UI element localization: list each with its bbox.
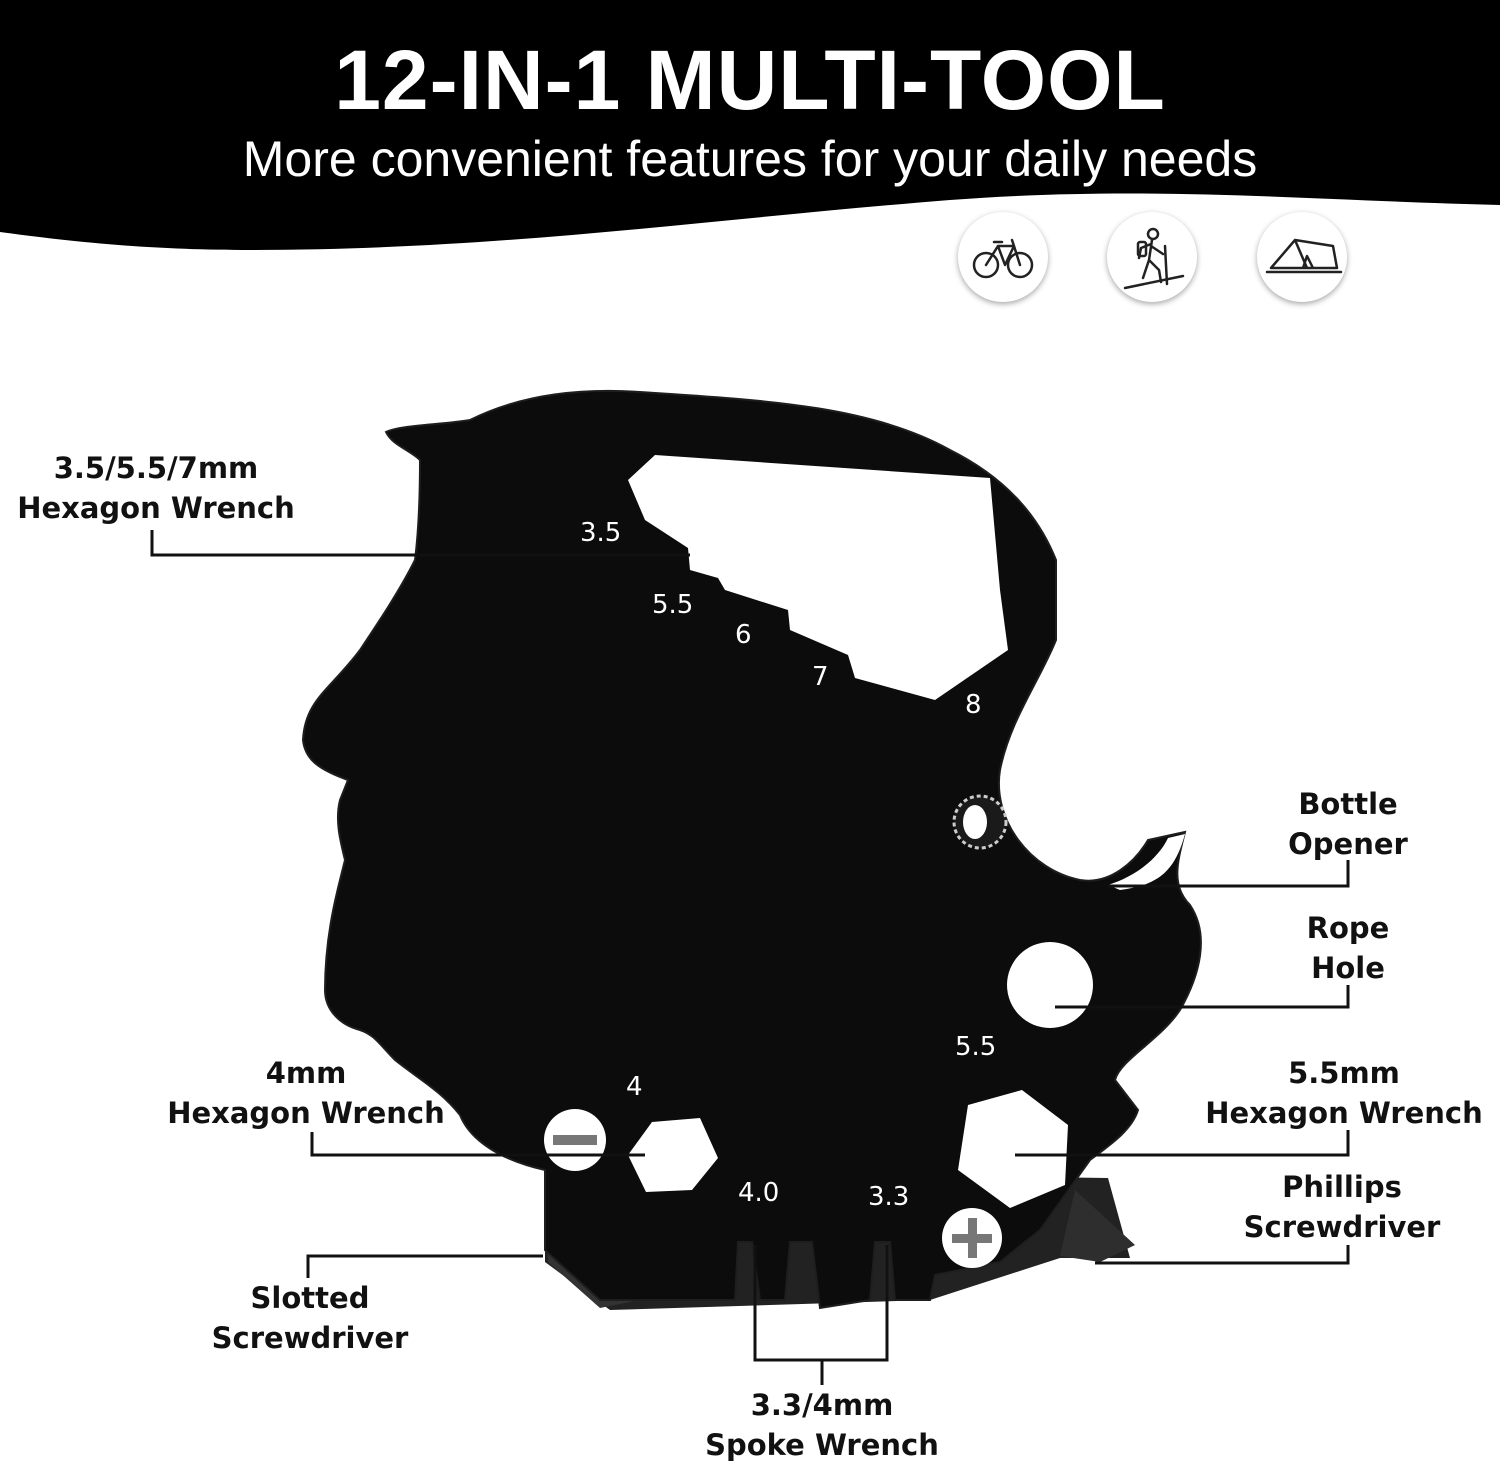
hex-hole-4mm [628,1118,718,1192]
engraving-7: 7 [812,662,829,692]
engraving-4-0: 4.0 [738,1178,780,1208]
phillips-blade [1060,1190,1135,1262]
hex-hole-5-5mm [958,1090,1068,1208]
bottle-opener-notch [1108,834,1185,890]
hiker-badge [1107,212,1197,302]
leader-rope [1055,985,1350,1009]
rope-hole [1007,942,1093,1028]
leader-phillips [1095,1245,1350,1265]
leader-spoke [753,1245,889,1385]
leader-hex-top [150,530,690,557]
engraving-3-5: 3.5 [580,518,622,548]
page-subtitle: More convenient features for your daily … [242,131,1258,187]
engraving-5-5-top: 5.5 [652,590,694,620]
leader-hex-55 [1015,1130,1350,1157]
engraving-5-5-side: 5.5 [955,1032,997,1062]
leader-slotted [306,1254,543,1278]
engraving-4: 4 [626,1072,643,1102]
engraving-3-3: 3.3 [868,1182,910,1212]
bicycle-badge [958,212,1048,302]
engraving-8: 8 [965,690,982,720]
leader-hex-4 [310,1132,645,1157]
engraving-6: 6 [735,620,752,650]
header-banner [0,0,1500,250]
tent-badge [1257,212,1347,302]
page-title: 12-IN-1 MULTI-TOOL [334,33,1166,127]
leader-lines [150,530,1350,1385]
bicycle-icon [972,238,1034,279]
tent-icon [1265,238,1343,274]
hiker-icon [1123,227,1185,290]
hex-wrench-slot [628,455,1008,700]
leader-bottle [1108,860,1350,888]
